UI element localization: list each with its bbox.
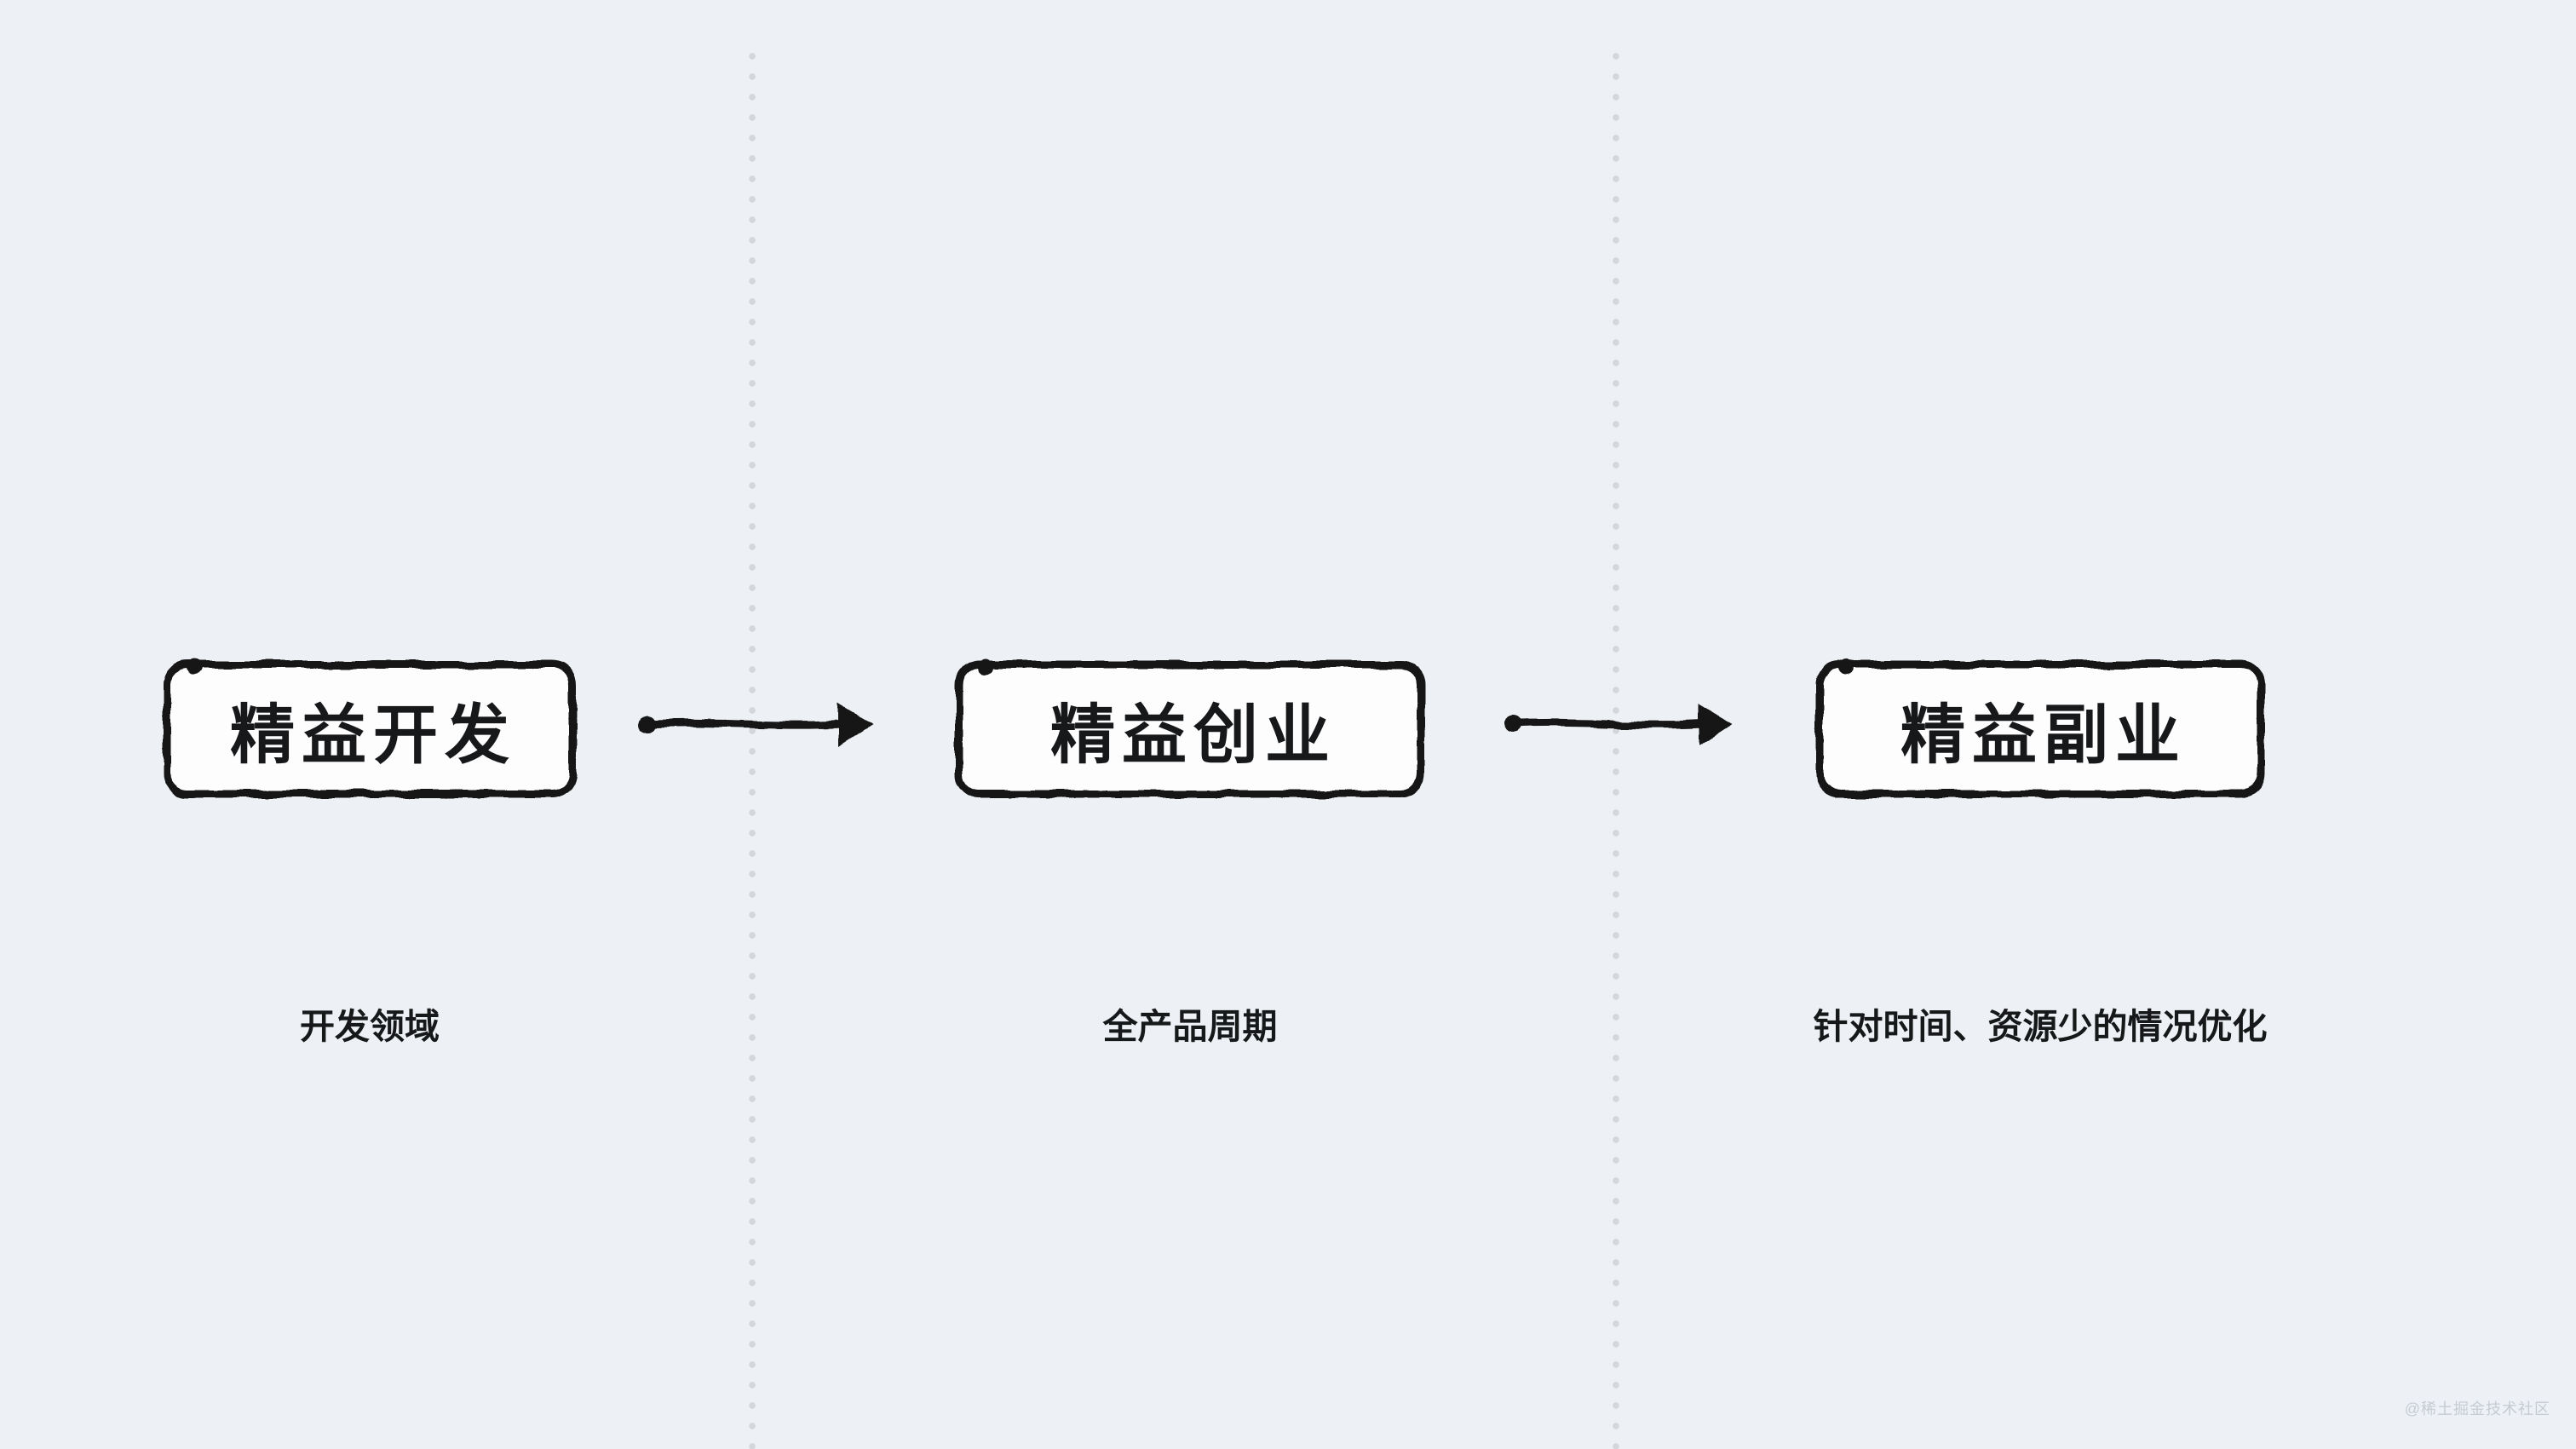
flow-node-label-lean-development: 精益开发	[230, 700, 516, 772]
watermark: @稀土掘金技术社区	[2404, 1400, 2550, 1417]
edge-arrow-1-head	[838, 704, 872, 746]
node-box-lean-side-hustle	[1815, 660, 2265, 798]
edge-arrow-1	[639, 704, 872, 746]
ink-blob-3	[1839, 659, 1854, 675]
node-caption-lean-development: 开发领域	[300, 1007, 440, 1046]
node-box-lean-development	[163, 660, 577, 798]
ink-blob-1	[187, 659, 202, 675]
flow-node-label-lean-startup: 精益创业	[1050, 700, 1337, 772]
edge-arrow-2-head	[1699, 704, 1733, 746]
edge-arrow-2-line	[1509, 719, 1706, 729]
flow-node-label-lean-side-hustle: 精益副业	[1900, 700, 2187, 772]
edge-arrow-1-line	[643, 719, 846, 729]
node-caption-lean-startup: 全产品周期	[1102, 1007, 1278, 1046]
ink-blob-2	[979, 659, 994, 675]
section-divider-dotted-2	[1613, 53, 1619, 1449]
edge-arrow-2	[1504, 704, 1733, 746]
section-divider-dotted-1	[749, 53, 756, 1449]
node-box-lean-startup	[955, 660, 1425, 798]
node-caption-lean-side-hustle: 针对时间、资源少的情况优化	[1813, 1007, 2268, 1046]
